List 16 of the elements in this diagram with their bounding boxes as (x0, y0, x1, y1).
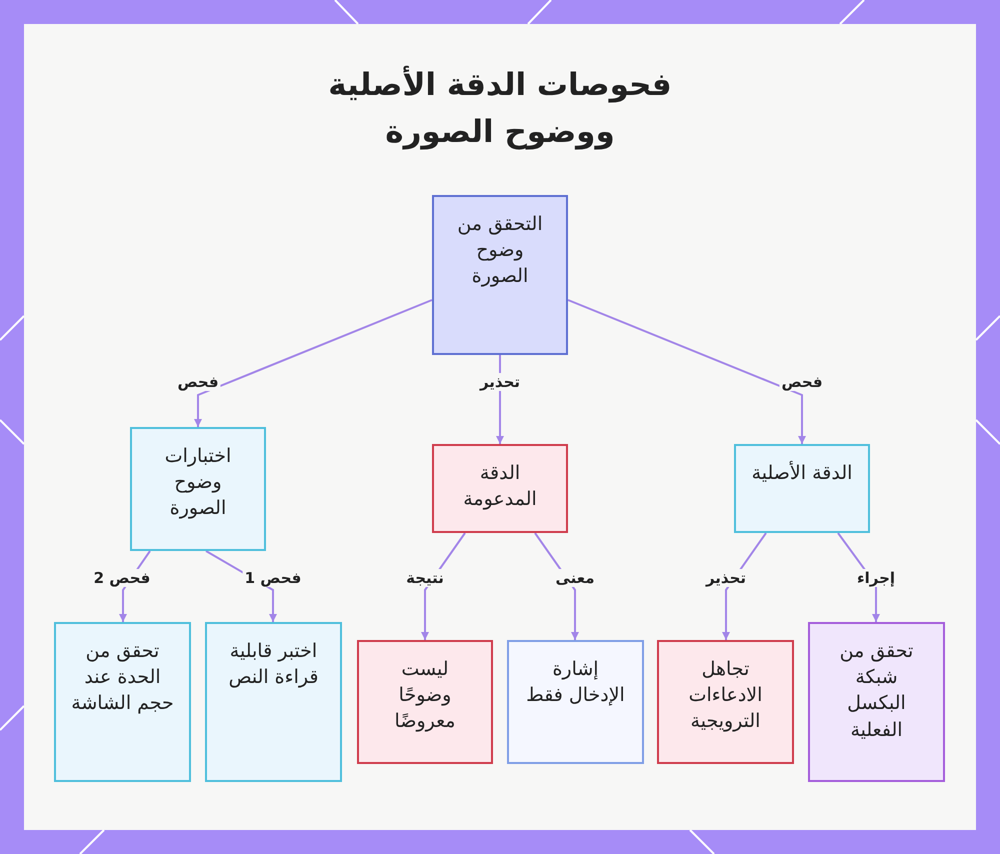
edge-label: فحص 2 (92, 569, 152, 587)
process-box: إشارة الإدخال فقط (507, 640, 644, 764)
title: فحوصات الدقة الأصلية ووضوح الصورة (327, 64, 673, 152)
process-box: ليست وضوحًا معروضًا (357, 640, 493, 764)
edge-label: نتيجة (404, 569, 446, 587)
process-box: الدقة الأصلية (734, 444, 870, 533)
arrow (194, 299, 432, 427)
arrow (568, 299, 806, 444)
edge-label: فحص 1 (242, 569, 304, 587)
process-box: تحقق من شبكة البكسل الفعلية (808, 622, 945, 782)
process-box: اختبارات وضوح الصورة (130, 427, 266, 551)
process-box: اختبر قابلية قراءة النص (205, 622, 342, 782)
process-box: تجاهل الادعاءات الترويجية (657, 640, 794, 764)
process-box: التحقق من وضوح الصورة (432, 195, 568, 355)
process-box: الدقة المدعومة (432, 444, 568, 533)
process-box: تحقق من الحدة عند حجم الشاشة (54, 622, 191, 782)
